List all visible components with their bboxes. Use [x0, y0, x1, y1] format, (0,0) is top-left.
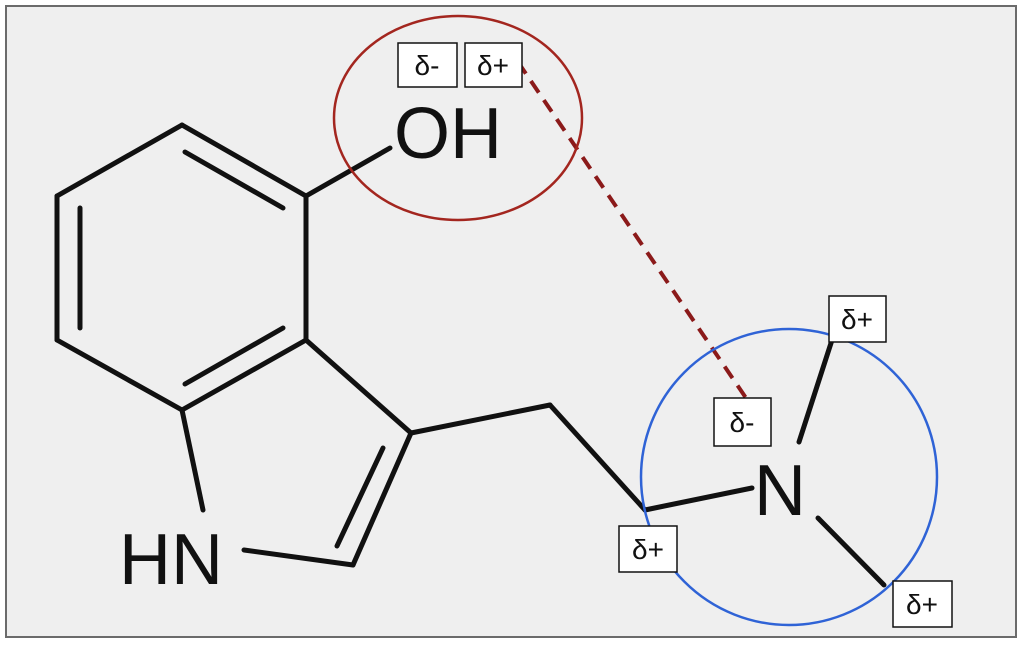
amine-highlight-circle [639, 327, 939, 627]
charge-text: δ- [730, 407, 755, 438]
indole-nh-label: HN [119, 520, 223, 600]
charge-text: δ+ [477, 50, 509, 81]
charge-text: δ+ [632, 534, 664, 565]
benzene-ring [54, 122, 309, 413]
charge-label-oh-hydrogen: δ+ [464, 42, 523, 88]
pyrrole-ring [179, 337, 414, 568]
amine-nitrogen-label: N [754, 451, 806, 531]
side-chains [303, 145, 887, 588]
charge-text: δ+ [906, 589, 938, 620]
charge-label-methylene: δ+ [618, 525, 678, 573]
charge-label-oh-oxygen: δ- [397, 42, 458, 88]
charge-label-methyl-bottom: δ+ [892, 580, 953, 628]
hydroxyl-highlight-circle [332, 14, 584, 222]
charge-text: δ- [415, 50, 440, 81]
hydroxyl-label: OH [394, 94, 502, 174]
charge-text: δ+ [841, 304, 873, 335]
charge-label-methyl-top: δ+ [828, 295, 887, 343]
hydrogen-bond-line [516, 60, 748, 400]
charge-label-n-lone-pair: δ- [713, 397, 772, 447]
